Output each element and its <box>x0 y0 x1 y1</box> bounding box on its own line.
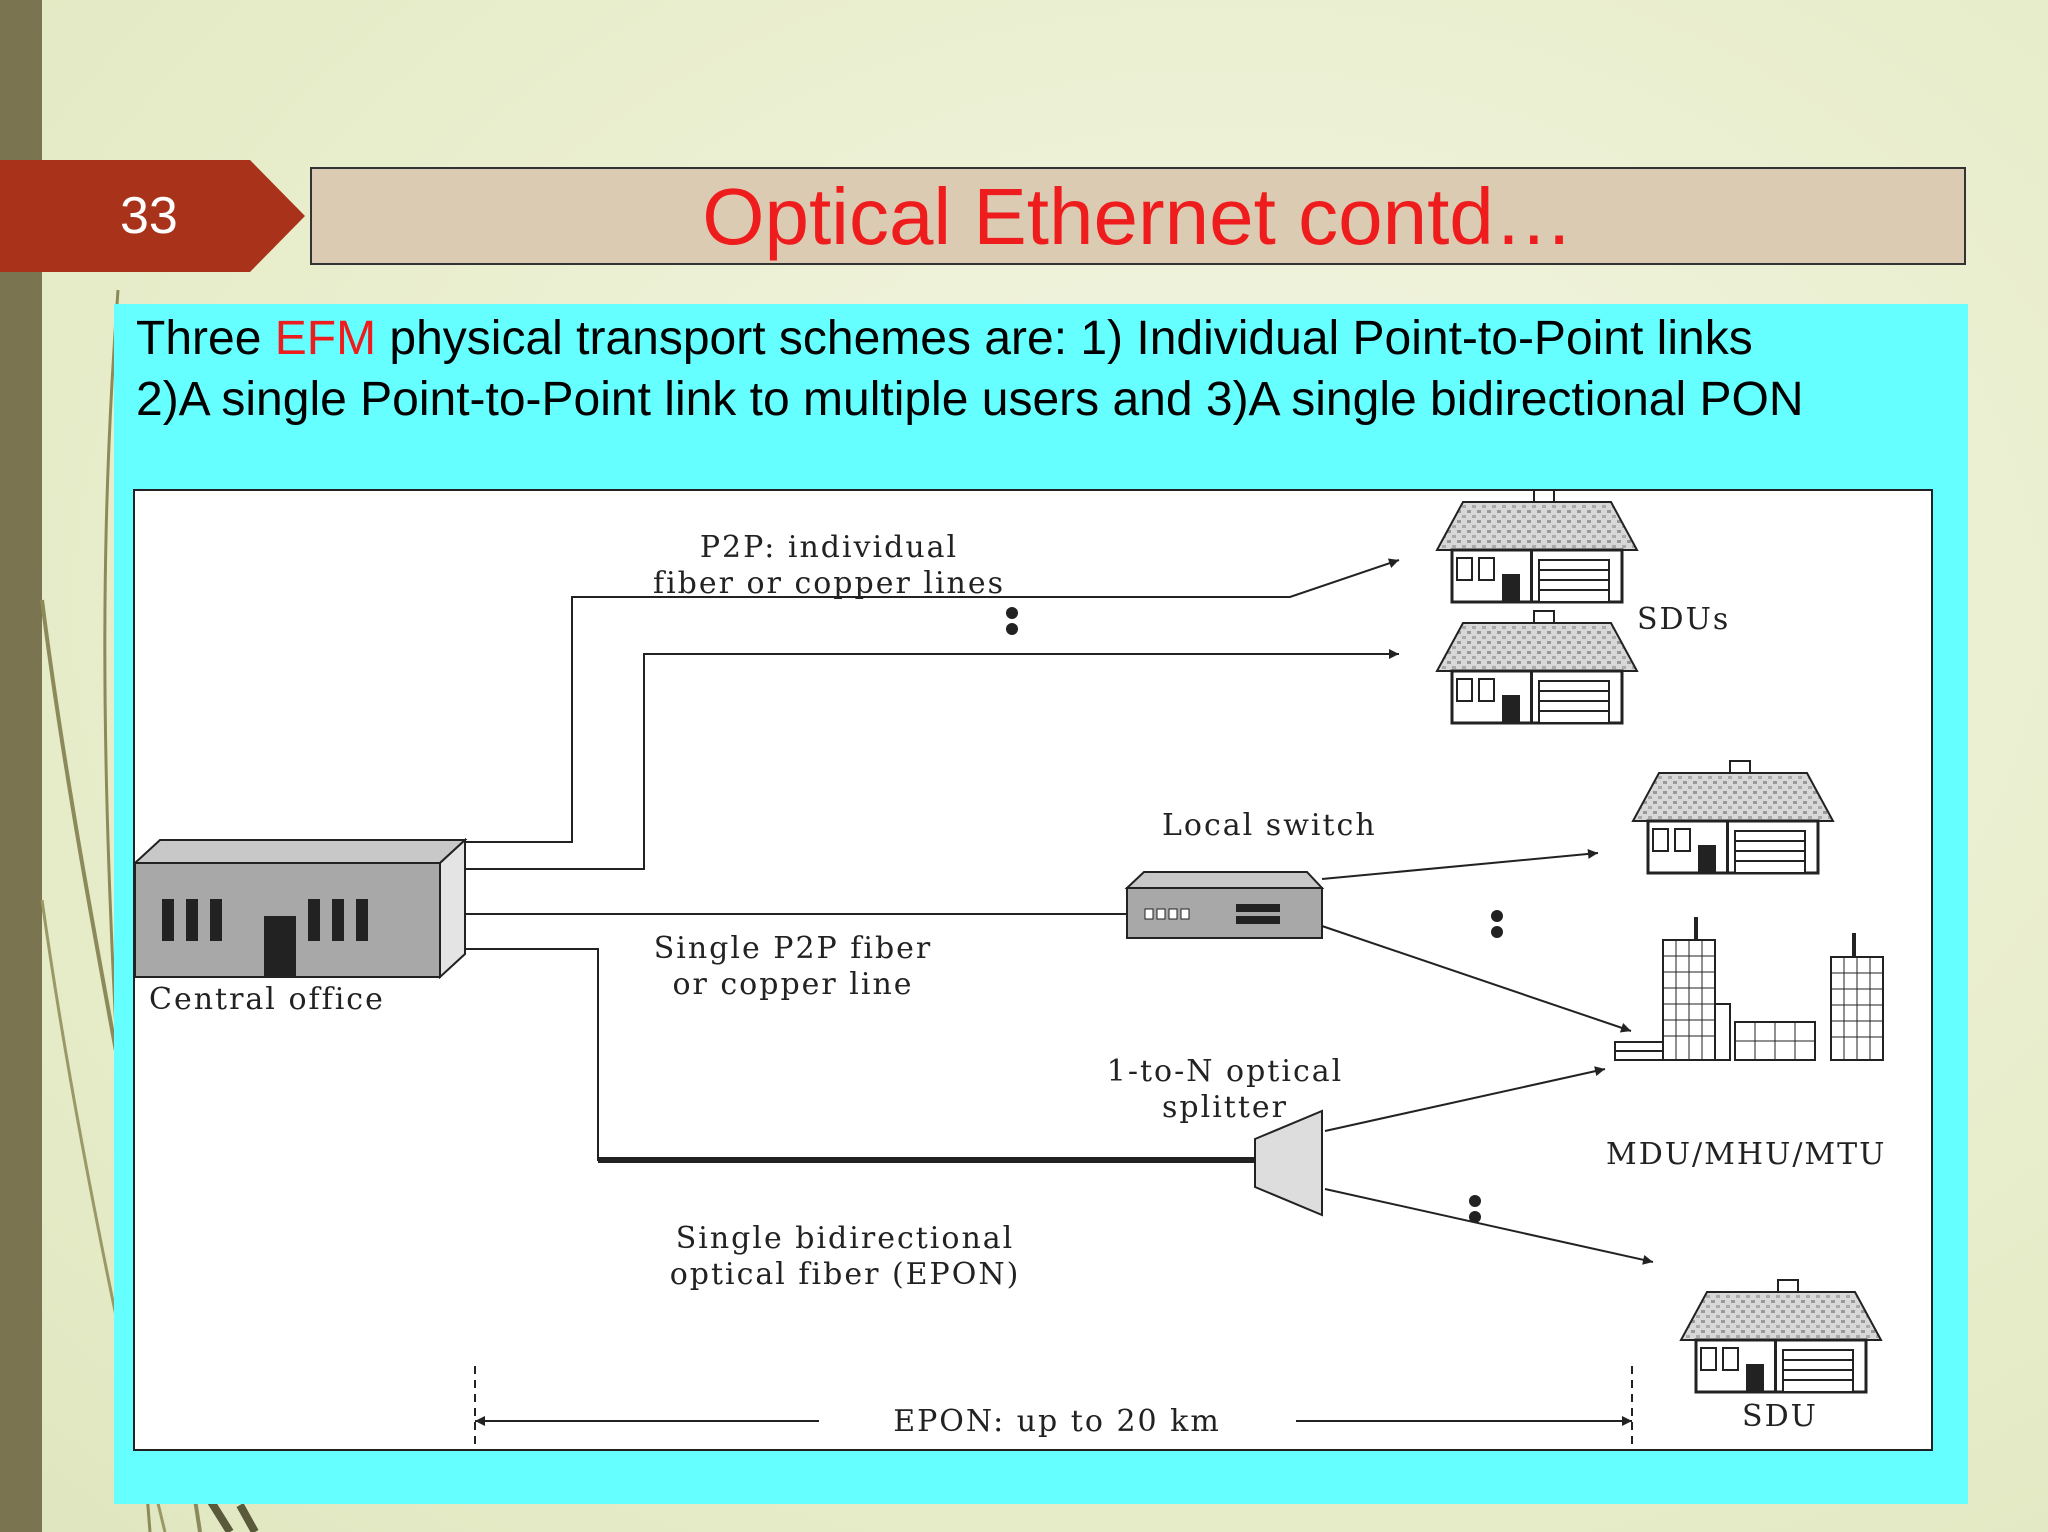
mdu-buildings-icon <box>1614 917 1884 1061</box>
epon-sdu-house-icon <box>1679 1278 1883 1394</box>
title-box: Optical Ethernet contd… <box>310 167 1966 265</box>
efm-highlight: EFM <box>274 312 377 365</box>
intro-line-2: 2)A single Point-to-Point link to multip… <box>136 373 1804 426</box>
single-p2p-label-line-1: Single P2P fiber <box>654 931 933 966</box>
optical-splitter-icon <box>1254 1109 1323 1217</box>
sdu-house-1-icon <box>1435 491 1639 604</box>
slide-number: 33 <box>120 187 178 245</box>
epon-fiber-label-line-1: Single bidirectional <box>676 1221 1015 1256</box>
splitter-label-line-1: 1-to-N optical <box>1107 1054 1343 1089</box>
mdu-label: MDU/MHU/MTU <box>1606 1137 1886 1172</box>
switch-house-icon <box>1631 759 1835 875</box>
single-p2p-label-line-2: or copper line <box>672 967 913 1002</box>
sdu-house-2-icon <box>1435 609 1639 725</box>
slide-number-tab <box>0 160 305 272</box>
intro-text: Three EFM physical transport schemes are… <box>136 308 1936 430</box>
epon-diagram: Central office <box>133 489 1933 1451</box>
splitter-label-line-2: splitter <box>1162 1090 1288 1125</box>
slide-title: Optical Ethernet contd… <box>702 172 1574 261</box>
central-office-label: Central office <box>149 982 385 1017</box>
sdus-label: SDUs <box>1637 602 1730 637</box>
local-switch-label: Local switch <box>1162 808 1377 843</box>
intro-line-1: Three EFM physical transport schemes are… <box>136 312 1753 365</box>
epon-range-label: EPON: up to 20 km <box>893 1404 1221 1439</box>
sdu-label: SDU <box>1742 1399 1818 1434</box>
p2p-label-line-2: fiber or copper lines <box>653 566 1005 601</box>
ellipsis-dots <box>1006 607 1503 1223</box>
p2p-label-line-1: P2P: individual <box>700 530 958 565</box>
central-office-icon <box>135 837 468 980</box>
local-switch-icon <box>1124 871 1325 939</box>
epon-fiber-label-line-2: optical fiber (EPON) <box>670 1257 1021 1292</box>
